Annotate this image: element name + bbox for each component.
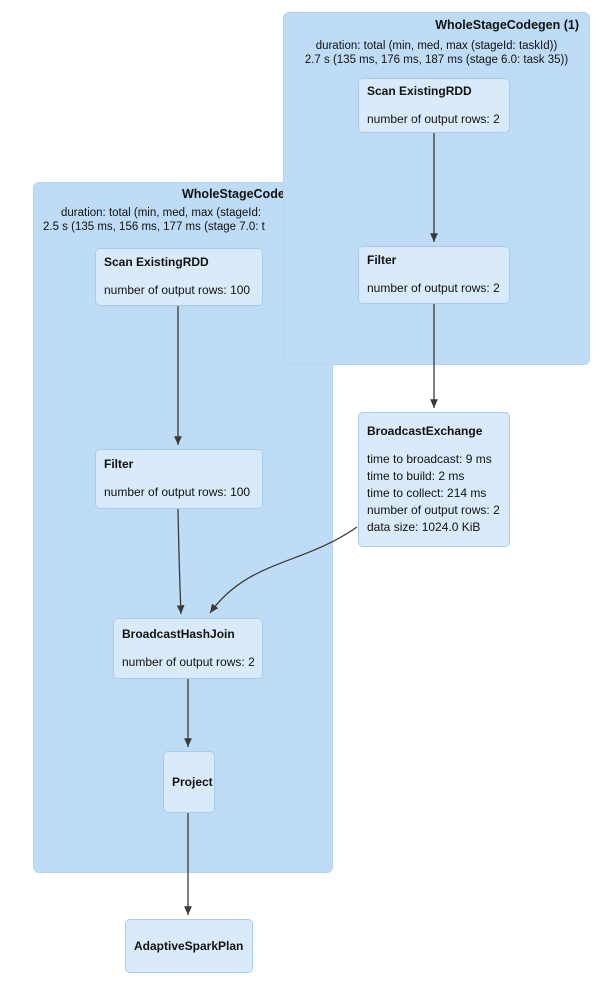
cluster-duration-line2: 2.5 s (135 ms, 156 ms, 177 ms (stage 7.0… [43,221,265,233]
node-title: Filter [367,253,397,267]
node-metrics: number of output rows: 2 [367,280,501,297]
node-metrics: time to broadcast: 9 ms time to build: 2… [367,451,501,536]
metric-output-rows: number of output rows: 2 [367,281,500,295]
node-title: Scan ExistingRDD [367,83,472,98]
node-title: Project [172,775,213,789]
cluster-duration-line1: duration: total (min, med, max (stageId:… [315,40,558,52]
cluster-duration: duration: total (min, med, max (stageId:… [284,40,589,67]
node-title: BroadcastHashJoin [122,626,235,641]
metric-time-to-collect: time to collect: 214 ms [367,485,487,500]
node-scan-existing-rdd-left: Scan ExistingRDD number of output rows: … [95,248,263,306]
node-title: Filter [104,457,134,471]
node-adaptive-spark-plan: AdaptiveSparkPlan [125,919,253,973]
metric-data-size: data size: 1024.0 KiB [367,519,481,534]
cluster-duration-line2: 2.7 s (135 ms, 176 ms, 187 ms (stage 6.0… [304,53,569,66]
node-broadcast-exchange: BroadcastExchange time to broadcast: 9 m… [358,412,510,547]
node-filter-right: Filter number of output rows: 2 [358,246,510,304]
node-metrics: number of output rows: 2 [122,654,255,671]
metric-output-rows: number of output rows: 2 [367,111,500,126]
node-broadcast-hash-join: BroadcastHashJoin number of output rows:… [113,618,263,679]
cluster-duration-line1: duration: total (min, med, max (stageId: [61,207,262,219]
node-metrics: number of output rows: 100 [104,282,254,299]
metric-output-rows: number of output rows: 2 [367,502,500,517]
node-project: Project [163,751,215,813]
metric-output-rows: number of output rows: 100 [104,485,251,499]
node-title: Scan ExistingRDD [104,255,209,269]
node-metrics: number of output rows: 2 [367,111,501,128]
metric-time-to-broadcast: time to broadcast: 9 ms [367,451,492,466]
metric-output-rows: number of output rows: 100 [104,283,251,297]
cluster-title: WholeStageCodegen (1) [435,18,579,32]
metric-time-to-build: time to build: 2 ms [367,468,465,483]
metric-output-rows: number of output rows: 2 [122,654,255,669]
cluster-title: WholeStageCode [182,187,285,201]
node-metrics: number of output rows: 100 [104,484,254,501]
node-filter-left: Filter number of output rows: 100 [95,449,263,509]
node-scan-existing-rdd-right: Scan ExistingRDD number of output rows: … [358,78,510,133]
node-title: AdaptiveSparkPlan [134,939,244,953]
cluster-wholestagecodegen-1: WholeStageCodegen (1) duration: total (m… [283,12,590,365]
node-title: BroadcastExchange [367,423,483,438]
